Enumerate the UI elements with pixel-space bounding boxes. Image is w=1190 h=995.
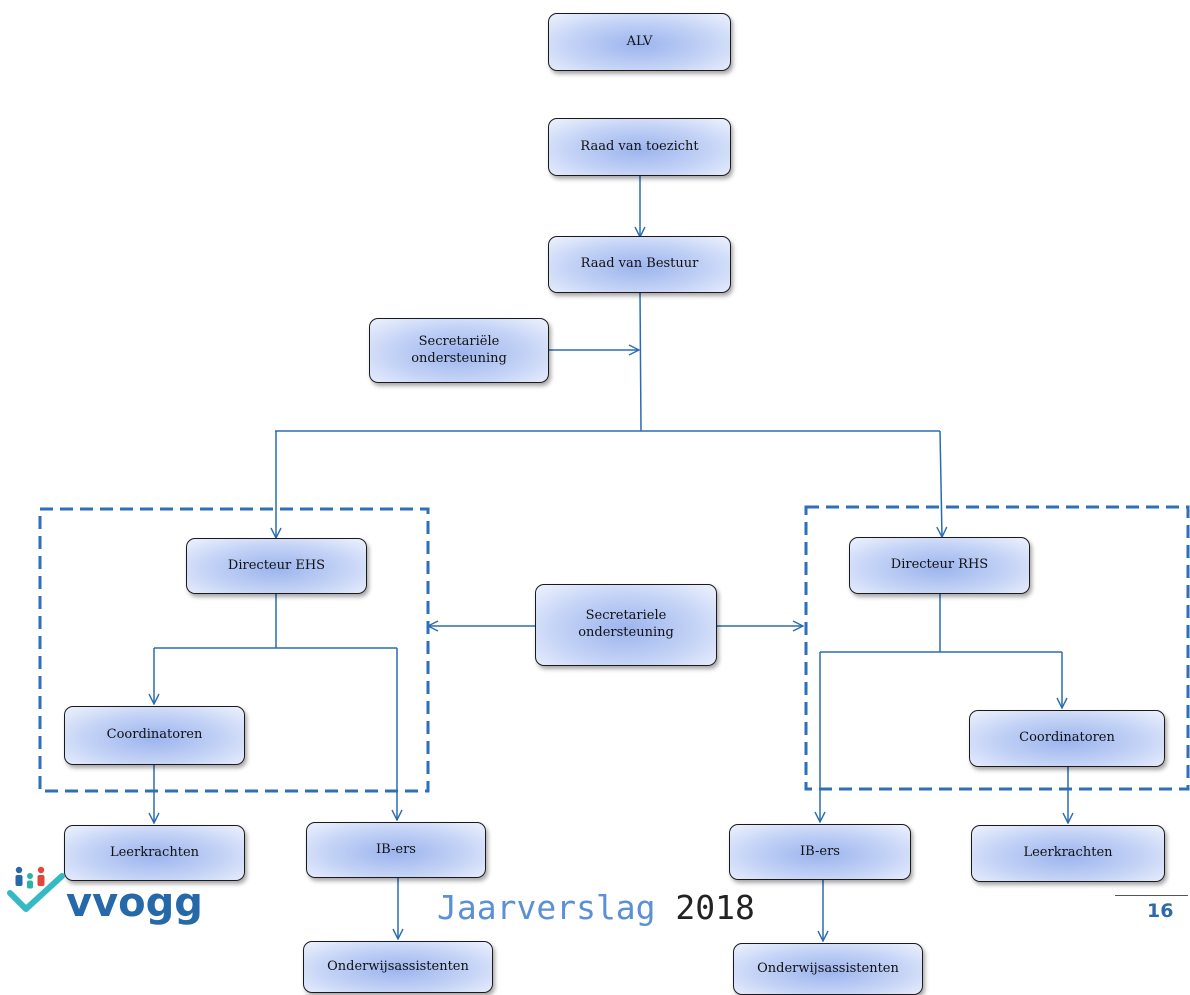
node-coordinatoren-rhs-label: Coordinatoren [1019, 730, 1115, 746]
node-leerkrachten-rhs: Leerkrachten [971, 825, 1165, 882]
node-directeur-ehs-label: Directeur EHS [227, 557, 326, 573]
node-alv: ALV [548, 13, 731, 71]
node-directeur-rhs: Directeur RHS [849, 537, 1030, 594]
node-alv-label: ALV [626, 33, 653, 49]
node-onderwijsassistenten-rhs: Onderwijsassistenten [733, 943, 923, 995]
node-leerkrachten-ehs-label: Leerkrachten [109, 844, 200, 860]
node-coordinatoren-ehs: Coordinatoren [64, 706, 245, 765]
footer-title: Jaarverslag 2018 [437, 888, 755, 927]
node-raad-van-bestuur: Raad van Bestuur [548, 236, 731, 293]
node-raad-van-toezicht: Raad van toezicht [548, 118, 731, 176]
node-ibers-rhs: IB-ers [729, 824, 911, 880]
group-frame-rhs [804, 505, 1190, 791]
group-frame-ehs [38, 507, 430, 793]
edge-bestuur-down [639, 291, 642, 432]
node-secretariele-top-label: Secretariële ondersteuning [411, 333, 507, 366]
node-raad-van-toezicht-label: Raad van toezicht [580, 138, 699, 154]
node-secretariele-mid-label: Secretariele ondersteuning [578, 608, 674, 640]
edge-to-directeur-rhs [940, 430, 942, 537]
footer-title-word: Jaarverslag [437, 888, 656, 927]
node-coordinatoren-rhs: Coordinatoren [969, 710, 1165, 767]
vvogg-logo-text: vvogg [66, 880, 203, 926]
node-directeur-rhs-label: Directeur RHS [890, 557, 989, 573]
node-leerkrachten-rhs-label: Leerkrachten [1023, 845, 1113, 861]
node-raad-van-bestuur-label: Raad van Bestuur [580, 256, 699, 272]
node-onderwijsassistenten-ehs: Onderwijsassistenten [303, 941, 493, 993]
node-ibers-ehs-label: IB-ers [376, 841, 416, 857]
node-leerkrachten-ehs: Leerkrachten [64, 825, 245, 881]
node-ibers-rhs-label: IB-ers [800, 843, 840, 859]
page-number-rule [1115, 895, 1188, 896]
node-ibers-ehs: IB-ers [306, 822, 486, 878]
node-secretariele-ondersteuning-mid: Secretariele ondersteuning [535, 584, 717, 666]
node-onderwijs-ehs-label: Onderwijsassistenten [327, 958, 469, 974]
node-coordinatoren-ehs-label: Coordinatoren [106, 727, 203, 743]
node-directeur-ehs: Directeur EHS [186, 538, 367, 594]
footer-title-year: 2018 [675, 888, 755, 927]
node-onderwijs-rhs-label: Onderwijsassistenten [757, 960, 899, 976]
node-secretariele-ondersteuning-top: Secretariële ondersteuning [369, 318, 549, 383]
page-number: 16 [1147, 900, 1174, 922]
vvogg-logo-icon [7, 866, 65, 912]
